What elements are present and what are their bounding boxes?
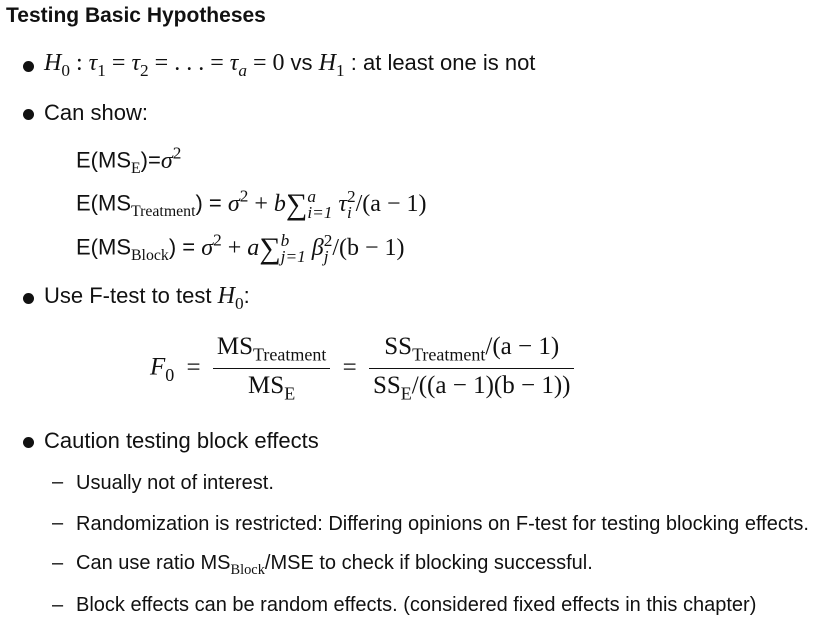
bullet-dot <box>23 61 34 72</box>
sub-dash: – <box>52 594 64 616</box>
sub-item: Usually not of interest. <box>76 472 274 494</box>
hypothesis-statement: H0 : τ1 = τ2 = . . . = τa = 0 vs H1 : at… <box>44 50 536 81</box>
ss-ratio-fraction: SSTreatment/(a − 1) SSE/((a − 1)(b − 1)) <box>368 333 575 405</box>
sub-item: Block effects can be random effects. (co… <box>76 594 757 616</box>
sub-dash: – <box>52 512 64 534</box>
bullet-dot <box>23 109 34 120</box>
ms-ratio-fraction: MSTreatment MSE <box>212 333 331 405</box>
sub-dash: – <box>52 471 64 493</box>
h1-symbol: H <box>318 50 336 76</box>
caution-label: Caution testing block effects <box>44 428 319 453</box>
sub-item-ratio: Can use ratio MSBlock/MSE to check if bl… <box>76 552 593 579</box>
sub-dash: – <box>52 552 64 574</box>
f-test-label: Use F-test to test H0: <box>44 283 250 314</box>
can-show-label: Can show: <box>44 100 148 125</box>
bullet-dot <box>23 437 34 448</box>
sub-item: Randomization is restricted: Differing o… <box>76 513 809 535</box>
bullet-dot <box>23 293 34 304</box>
f-statistic-formula: F0 = MSTreatment MSE = SSTreatment/(a − … <box>150 333 575 405</box>
h0-symbol: H <box>44 50 62 76</box>
slide-title: Testing Basic Hypotheses <box>6 4 266 27</box>
expected-mse-line: E(MSE)=σ2 <box>76 143 182 178</box>
